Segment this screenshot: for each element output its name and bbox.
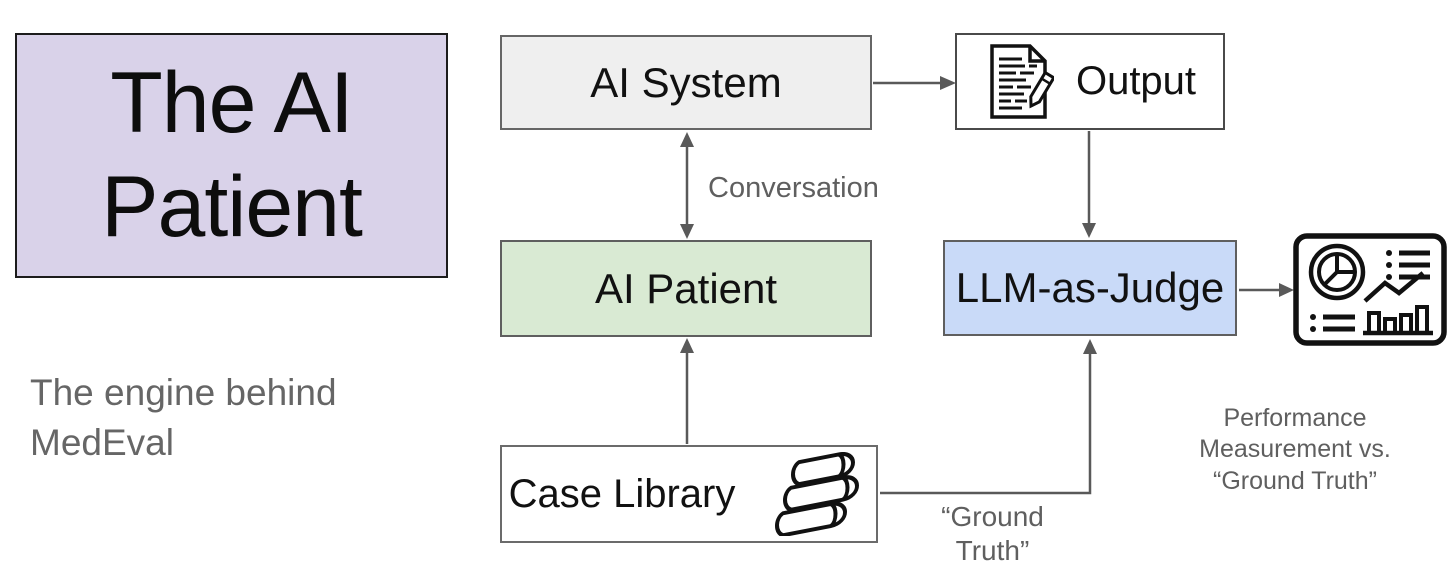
arrow-case-library-to-ai-patient bbox=[680, 338, 694, 444]
node-case-library: Case Library bbox=[500, 445, 878, 543]
node-ai-system: AI System bbox=[500, 35, 872, 130]
performance-line3: “Ground Truth” bbox=[1213, 466, 1377, 495]
edge-label-performance: Performance Measurement vs. “Ground Trut… bbox=[1180, 403, 1410, 497]
node-output-label: Output bbox=[1075, 59, 1197, 103]
node-output: Output bbox=[955, 33, 1225, 130]
title-card: The AI Patient bbox=[15, 33, 448, 278]
node-ai-patient-label: AI Patient bbox=[594, 264, 778, 312]
node-case-library-label: Case Library bbox=[508, 471, 736, 516]
page-title: The AI Patient bbox=[101, 55, 363, 255]
arrow-case-library-to-llm-judge bbox=[880, 339, 1097, 495]
edge-label-ground-truth: “Ground Truth” bbox=[905, 500, 1080, 568]
performance-line2: Measurement vs. bbox=[1199, 435, 1391, 464]
ground-truth-line2: Truth” bbox=[955, 535, 1030, 567]
node-ai-system-label: AI System bbox=[590, 58, 782, 106]
subtitle-text: The engine behind MedEval bbox=[30, 372, 337, 463]
node-llm-as-judge: LLM-as-Judge bbox=[943, 240, 1237, 336]
arrow-output-to-llm-judge bbox=[1082, 131, 1096, 238]
dashboard-report-icon bbox=[1293, 233, 1447, 346]
arrow-llm-judge-to-dashboard bbox=[1239, 283, 1294, 297]
arrow-ai-system-to-output bbox=[873, 76, 956, 90]
ground-truth-line1: “Ground bbox=[941, 501, 1044, 532]
arrow-conversation-bidirectional bbox=[680, 132, 694, 239]
node-llm-as-judge-label: LLM-as-Judge bbox=[955, 264, 1225, 311]
document-pencil-icon bbox=[984, 42, 1054, 122]
node-ai-patient: AI Patient bbox=[500, 240, 872, 337]
edge-label-conversation: Conversation bbox=[708, 172, 879, 204]
books-stack-icon bbox=[769, 452, 869, 536]
performance-line1: Performance bbox=[1223, 404, 1367, 432]
